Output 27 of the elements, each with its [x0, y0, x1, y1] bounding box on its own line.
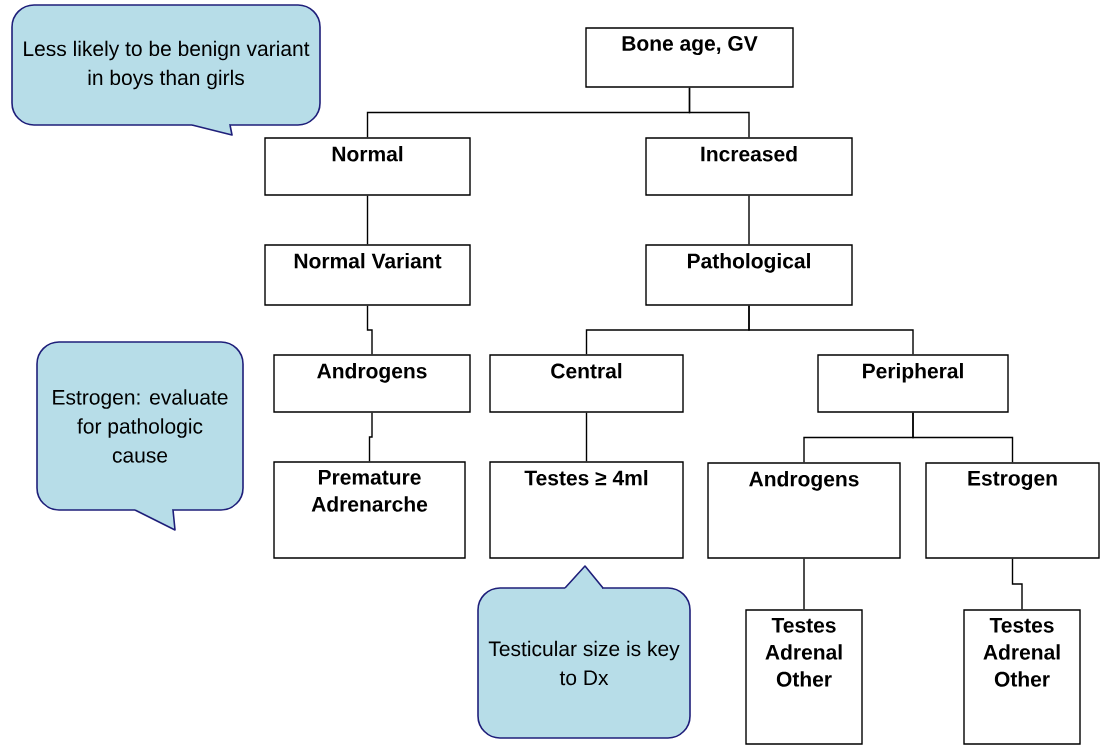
connector-line — [1011, 557, 1023, 610]
callout-bubble: Estrogen: evaluate for pathologic cause — [36, 341, 244, 531]
process-box: Estrogen — [925, 462, 1100, 559]
process-box: Normal — [264, 137, 471, 196]
connector-line — [368, 412, 373, 462]
connector-line — [366, 305, 373, 355]
connector-line — [912, 412, 1014, 463]
process-box: Pathological — [645, 244, 853, 306]
callout-bubble: Less likely to be benign variant in boys than girls — [11, 4, 321, 136]
process-box: Testes Adrenal Other — [963, 609, 1081, 745]
connector-line — [366, 195, 369, 245]
connector-line — [748, 305, 914, 355]
connector-line — [748, 195, 750, 245]
callout-bubble: Testicular size is key to Dx — [477, 565, 691, 739]
process-box: Normal Variant — [264, 244, 471, 306]
process-box: Androgens — [707, 462, 901, 559]
process-box: Central — [489, 354, 684, 413]
process-box: Androgens — [273, 354, 471, 413]
process-box: Increased — [645, 137, 853, 196]
process-box: Premature Adrenarche — [273, 461, 466, 559]
connector-line — [688, 87, 750, 138]
process-box: Testes ≥ 4ml — [489, 461, 684, 559]
process-box: Bone age, GV — [585, 27, 794, 88]
process-box: Testes Adrenal Other — [745, 609, 863, 745]
connector-line — [585, 412, 588, 462]
connector-line — [803, 557, 805, 610]
process-box: Peripheral — [817, 354, 1009, 413]
